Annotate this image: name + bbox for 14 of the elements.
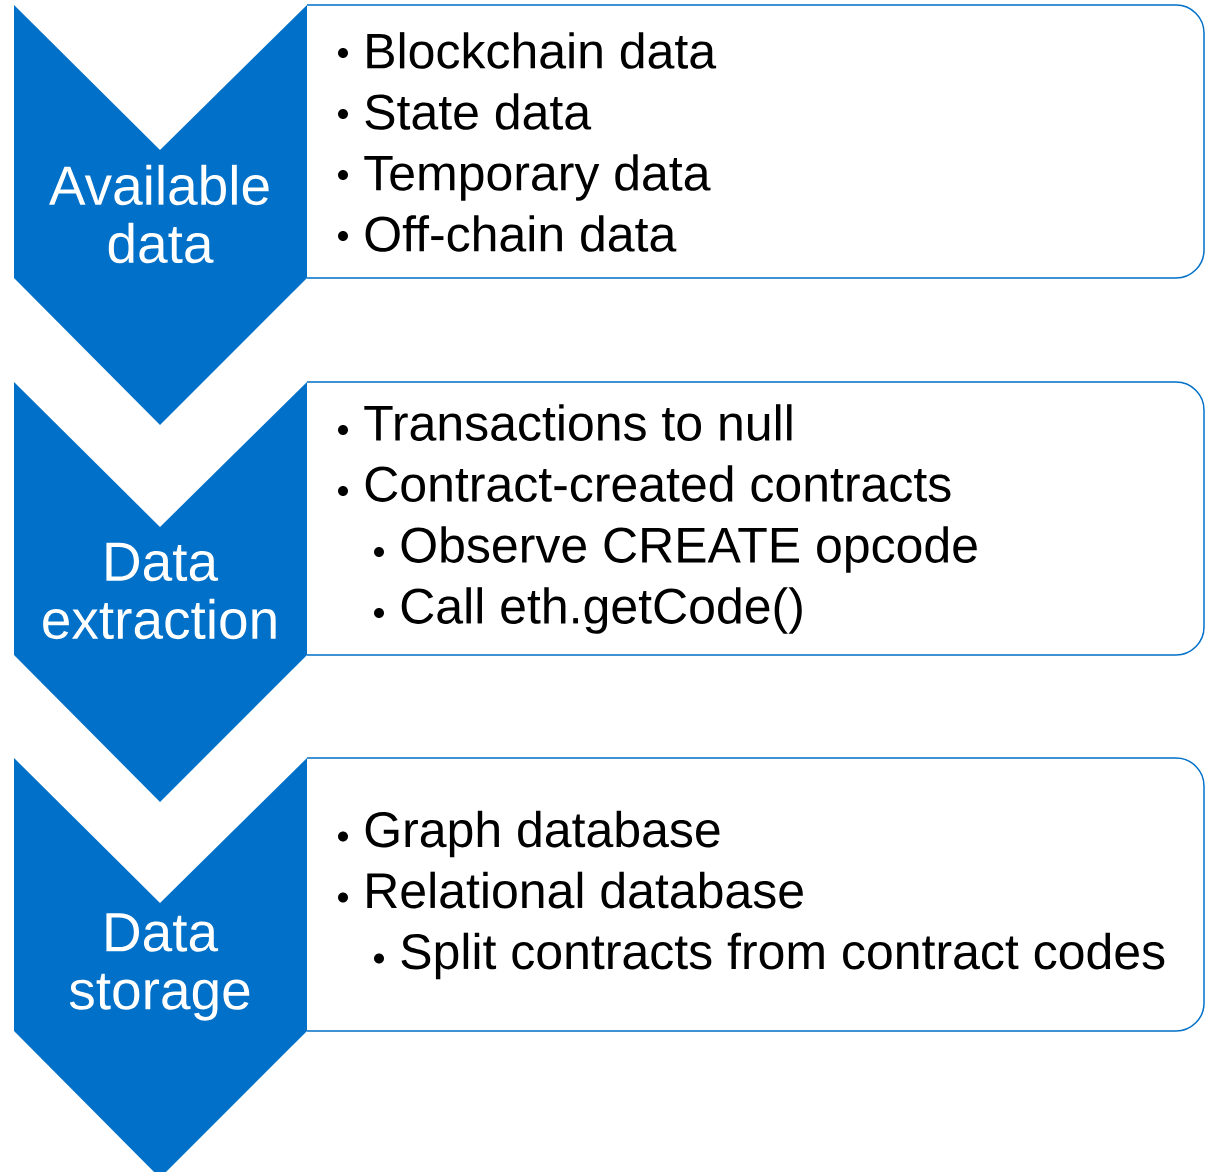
node-label: Temporary data (364, 154, 711, 201)
list-box: Transactions to null Contract-created contracts Observe CREATE opcode Call eth.getCode() (306, 381, 1205, 656)
node-label: Split contracts from contract codes (401, 932, 1165, 980)
node-label: Contract-created contracts (365, 465, 951, 502)
node-label: Call eth.getCode() (401, 587, 802, 634)
node-label: State data (365, 93, 592, 130)
node-label: Observe CREATE opcode (401, 526, 977, 573)
node-label: Transactions to null (364, 404, 792, 441)
list-box: Blockchain data State data Temporary data Off-chain data (306, 4, 1205, 279)
list-box: Graph database Relational database Split contracts from contract codes (306, 757, 1205, 1032)
node-label: Off-chain data (365, 215, 677, 252)
node-label: Graph database (365, 810, 720, 858)
node-label: Relational database (367, 871, 803, 909)
node-label: Blockchain data (367, 32, 717, 69)
